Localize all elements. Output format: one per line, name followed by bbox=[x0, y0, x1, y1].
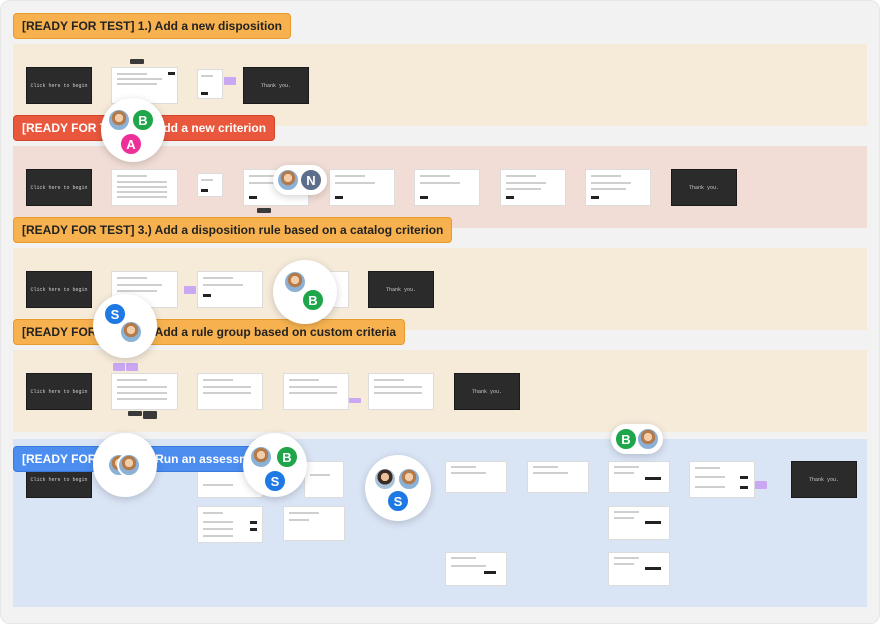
collaborator-group[interactable]: B bbox=[611, 424, 663, 454]
screen-frame[interactable] bbox=[689, 461, 755, 498]
user-avatar bbox=[397, 467, 421, 491]
end-frame-text: Thank you. bbox=[809, 477, 839, 483]
screen-frame[interactable] bbox=[368, 373, 434, 410]
start-frame[interactable]: Click here to begin bbox=[26, 271, 92, 308]
end-frame-text: Thank you. bbox=[261, 83, 291, 89]
screen-frame[interactable] bbox=[329, 169, 395, 206]
user-avatar-a: A bbox=[119, 132, 143, 156]
screen-frame[interactable] bbox=[608, 506, 670, 540]
end-frame[interactable]: Thank you. bbox=[243, 67, 309, 104]
start-frame[interactable]: Click here to begin bbox=[26, 373, 92, 410]
end-frame[interactable]: Thank you. bbox=[671, 169, 737, 206]
collaborator-group[interactable]: N bbox=[273, 165, 327, 195]
user-avatar-s: S bbox=[386, 489, 410, 513]
start-frame-text: Click here to begin bbox=[30, 287, 87, 293]
screen-frame[interactable] bbox=[111, 67, 178, 104]
screen-frame[interactable] bbox=[445, 461, 507, 493]
screen-frame[interactable] bbox=[283, 373, 349, 410]
section-3-title[interactable]: [READY FOR TEST] 3.) Add a disposition r… bbox=[13, 217, 452, 243]
sticky-note[interactable] bbox=[755, 481, 767, 489]
user-avatar bbox=[636, 427, 660, 451]
collaborator-group[interactable]: S bbox=[93, 294, 157, 358]
sticky-note[interactable] bbox=[349, 398, 361, 403]
screen-frame[interactable] bbox=[283, 506, 345, 541]
user-avatar-b: B bbox=[301, 288, 325, 312]
user-avatar-n: N bbox=[299, 168, 323, 192]
end-frame-text: Thank you. bbox=[689, 185, 719, 191]
user-avatar bbox=[373, 467, 397, 491]
dialog-frame[interactable] bbox=[197, 173, 223, 197]
end-frame-text: Thank you. bbox=[386, 287, 416, 293]
user-avatar bbox=[107, 108, 131, 132]
user-avatar bbox=[119, 320, 143, 344]
section-1-title[interactable]: [READY FOR TEST] 1.) Add a new dispositi… bbox=[13, 13, 291, 39]
collaborator-group[interactable]: B bbox=[273, 260, 337, 324]
start-frame-text: Click here to begin bbox=[30, 185, 87, 191]
collaborator-group[interactable] bbox=[93, 433, 157, 497]
user-avatar bbox=[283, 270, 307, 294]
screen-frame[interactable] bbox=[197, 271, 263, 308]
collaborator-group[interactable]: B S bbox=[243, 433, 307, 497]
start-frame-text: Click here to begin bbox=[30, 389, 87, 395]
user-avatar bbox=[249, 445, 273, 469]
screen-frame[interactable] bbox=[197, 373, 263, 410]
screen-frame[interactable] bbox=[304, 461, 344, 498]
user-avatar bbox=[117, 453, 141, 477]
end-frame[interactable]: Thank you. bbox=[454, 373, 520, 410]
user-avatar-s: S bbox=[263, 469, 287, 493]
user-avatar bbox=[276, 168, 300, 192]
screen-frame[interactable] bbox=[527, 461, 589, 493]
start-frame-text: Click here to begin bbox=[30, 477, 87, 483]
start-frame-text: Click here to begin bbox=[30, 83, 87, 89]
comment-chip[interactable] bbox=[128, 411, 142, 416]
screen-frame[interactable] bbox=[414, 169, 480, 206]
screen-frame[interactable] bbox=[445, 552, 507, 586]
dialog-frame[interactable] bbox=[197, 69, 223, 99]
screen-frame[interactable] bbox=[111, 169, 178, 206]
screen-frame[interactable] bbox=[608, 552, 670, 586]
comment-chip[interactable] bbox=[143, 411, 157, 419]
screen-frame[interactable] bbox=[197, 506, 263, 543]
end-frame[interactable]: Thank you. bbox=[791, 461, 857, 498]
comment-chip[interactable] bbox=[257, 208, 271, 213]
comment-chip[interactable] bbox=[130, 59, 144, 64]
end-frame[interactable]: Thank you. bbox=[368, 271, 434, 308]
screen-frame[interactable] bbox=[585, 169, 651, 206]
sticky-note[interactable] bbox=[184, 286, 196, 294]
screen-frame[interactable] bbox=[111, 373, 178, 410]
section-4-title[interactable]: [READY FOR TEST] 4.) Add a rule group ba… bbox=[13, 319, 405, 345]
sticky-note[interactable] bbox=[126, 363, 138, 371]
user-avatar-b: B bbox=[614, 427, 638, 451]
sticky-note[interactable] bbox=[224, 77, 236, 85]
start-frame[interactable]: Click here to begin bbox=[26, 67, 92, 104]
screen-frame[interactable] bbox=[608, 461, 670, 493]
screen-frame[interactable] bbox=[500, 169, 566, 206]
user-avatar-b: B bbox=[131, 108, 155, 132]
collaborator-group[interactable]: B A bbox=[101, 98, 165, 162]
end-frame-text: Thank you. bbox=[472, 389, 502, 395]
sticky-note[interactable] bbox=[113, 363, 125, 371]
user-avatar-b: B bbox=[275, 445, 299, 469]
collaborator-group[interactable]: S bbox=[365, 455, 431, 521]
start-frame[interactable]: Click here to begin bbox=[26, 169, 92, 206]
